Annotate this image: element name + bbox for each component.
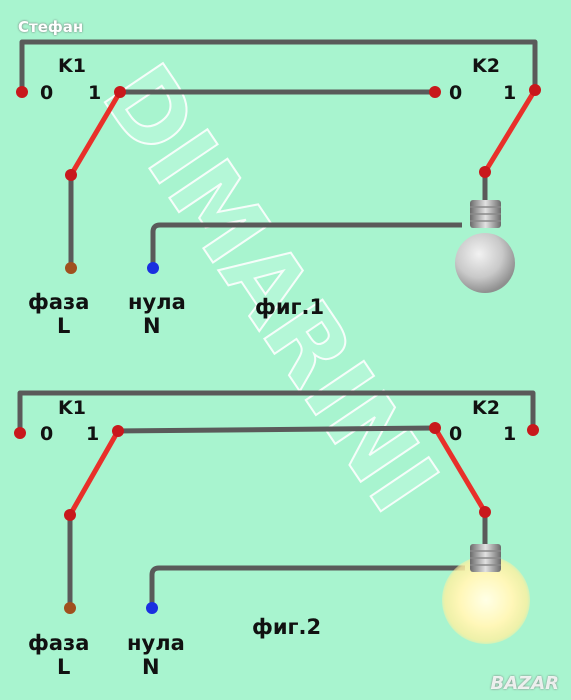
figure-caption: фиг.2 — [252, 615, 321, 639]
k1-common-terminal — [65, 169, 77, 181]
phase-symbol: L — [57, 314, 70, 338]
phase-symbol: L — [57, 655, 70, 679]
k2-label: K2 — [472, 55, 500, 77]
neutral-terminal — [146, 602, 158, 614]
k1-common-terminal — [64, 509, 76, 521]
traveler-wire-top — [17, 390, 536, 433]
neutral-wire — [149, 565, 465, 608]
switch-k2-arm — [432, 425, 488, 515]
switch-k1-arm — [68, 89, 123, 178]
switch-k1-arm — [67, 428, 121, 518]
neutral-label: нула — [128, 290, 186, 314]
k1-terminal-0 — [14, 427, 26, 439]
k2-pos-0-label: 0 — [449, 423, 462, 445]
k2-pos-1-label: 1 — [503, 82, 516, 104]
phase-terminal — [64, 602, 76, 614]
k2-common-terminal — [479, 166, 491, 178]
site-watermark: BAZAR — [490, 673, 560, 694]
traveler-wire-top — [19, 39, 538, 92]
watermark-text: DIMARINI — [81, 45, 460, 531]
k1-pos-0-label: 0 — [40, 423, 53, 445]
switch-k2-arm — [482, 87, 538, 175]
k1-terminal-1 — [114, 86, 126, 98]
figure-caption: фиг.1 — [255, 295, 324, 319]
k2-terminal-0 — [429, 86, 441, 98]
k1-terminal-1 — [112, 425, 124, 437]
k1-pos-1-label: 1 — [88, 82, 101, 104]
figure-2: K1 0 1 K2 0 1 фаза L нула N фиг.2 — [14, 390, 539, 679]
k1-pos-0-label: 0 — [40, 82, 53, 104]
neutral-wire — [150, 222, 462, 268]
k2-pos-1-label: 1 — [503, 423, 516, 445]
bulb-off — [455, 200, 515, 293]
phase-label: фаза — [28, 631, 89, 655]
neutral-label: нула — [127, 631, 185, 655]
k1-label: K1 — [58, 55, 86, 77]
neutral-symbol: N — [142, 655, 160, 679]
k2-common-terminal — [479, 506, 491, 518]
k2-terminal-0 — [429, 422, 441, 434]
traveler-wire-middle — [117, 425, 436, 434]
phase-terminal — [65, 262, 77, 274]
neutral-symbol: N — [143, 314, 161, 338]
k2-terminal-1 — [529, 84, 541, 96]
neutral-terminal — [147, 262, 159, 274]
figure-1: K1 0 1 K2 0 1 фаза L нула N фиг.1 — [16, 39, 541, 338]
k1-terminal-0 — [16, 86, 28, 98]
bulb-on — [442, 544, 530, 644]
phase-label: фаза — [28, 290, 89, 314]
k2-terminal-1 — [527, 424, 539, 436]
k1-pos-1-label: 1 — [86, 423, 99, 445]
author-label: Стефан — [18, 18, 84, 36]
k1-label: K1 — [58, 397, 86, 419]
k2-pos-0-label: 0 — [449, 82, 462, 104]
k2-label: K2 — [472, 397, 500, 419]
